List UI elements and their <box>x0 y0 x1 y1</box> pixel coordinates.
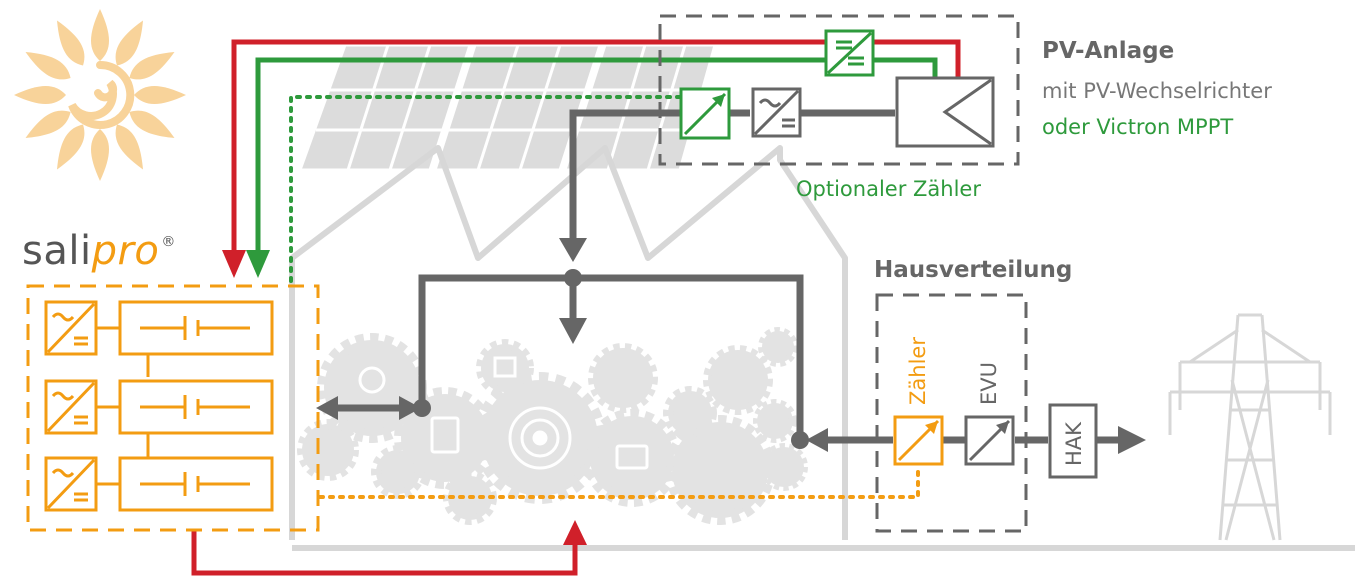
registered-mark: ® <box>161 234 176 250</box>
pv-subtitle-2: oder Victron MPPT <box>1042 115 1234 139</box>
house-distribution-box <box>875 293 1028 533</box>
salipro-box <box>26 284 320 532</box>
hak-box <box>1048 403 1098 479</box>
meter-icon <box>679 87 731 140</box>
inverter-icon <box>751 87 802 138</box>
pv-subtitle-1: mit PV-Wechselrichter <box>1042 79 1272 103</box>
power-pylon-icon <box>1168 313 1332 541</box>
meter-label: Zähler <box>906 337 930 405</box>
sun-icon <box>14 9 186 181</box>
hak-label: HAK <box>1062 421 1086 466</box>
evu-meter <box>964 415 1015 466</box>
evu-label: EVU <box>977 362 1001 405</box>
gear-symbols <box>358 356 649 470</box>
dc-arrows <box>222 250 587 545</box>
dc-lines <box>191 39 961 576</box>
solar-panel-icon <box>297 43 717 172</box>
factory-outline <box>289 145 1355 551</box>
pv-generator-icon <box>895 76 995 148</box>
optional-meter-label: Optionaler Zähler <box>796 177 981 201</box>
consumption-meter <box>893 415 944 466</box>
brand-logo: salipro® <box>22 228 176 274</box>
brand-name-italic: pro <box>91 228 160 274</box>
signal-lines <box>289 95 920 499</box>
salipro-inverter-icons <box>46 302 96 510</box>
pv-system-box <box>658 14 1020 166</box>
flow-arrows <box>316 238 1146 454</box>
mppt-converter <box>824 29 875 77</box>
battery-icon <box>140 316 250 496</box>
ac-bus-lines <box>332 109 1118 444</box>
pv-title: PV-Anlage <box>1042 38 1175 64</box>
house-distribution-title: Hausverteilung <box>874 257 1073 283</box>
brand-name-plain: sali <box>22 228 92 274</box>
